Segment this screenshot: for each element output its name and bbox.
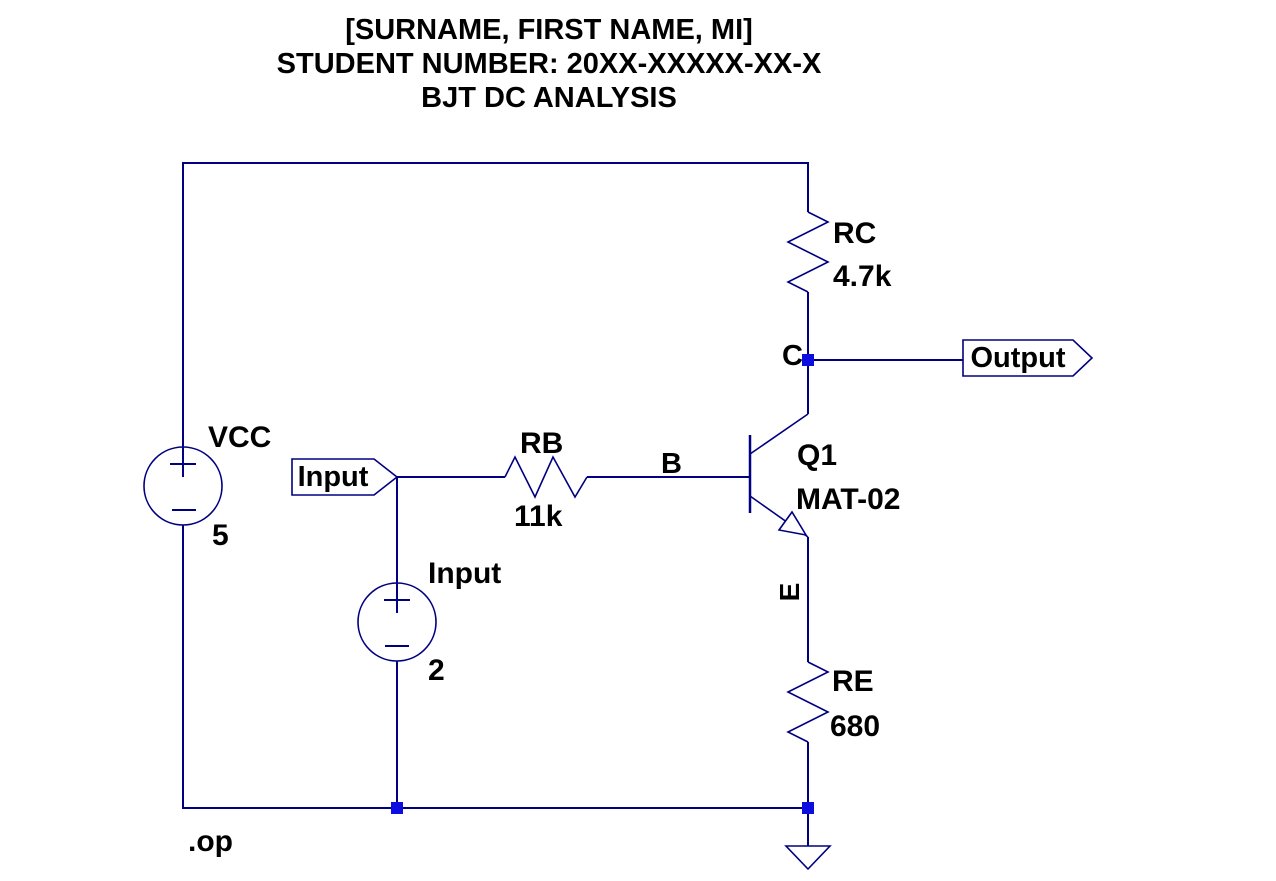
transistor-q1[interactable] — [748, 413, 809, 538]
junction-dot-collector — [802, 354, 814, 366]
input-voltage-source[interactable] — [357, 582, 437, 662]
rc-designator-label[interactable]: RC — [833, 217, 877, 250]
ground-icon[interactable] — [784, 845, 832, 871]
resistor-rb[interactable] — [504, 455, 588, 499]
output-flag[interactable] — [962, 339, 1094, 377]
title-block: [SURNAME, FIRST NAME, MI] STUDENT NUMBER… — [199, 13, 899, 115]
resistor-rc-zigzag[interactable] — [786, 211, 830, 293]
collector-pin-label: C — [782, 340, 803, 372]
output-flag-label[interactable]: Output — [970, 341, 1066, 374]
input-source-circle[interactable] — [357, 582, 437, 662]
resistor-rb-zigzag[interactable] — [504, 455, 588, 499]
input-source-designator-label[interactable]: Input — [428, 557, 502, 590]
plus-icon — [384, 587, 410, 613]
title-line-3[interactable]: BJT DC ANALYSIS — [421, 82, 677, 114]
rb-value-label[interactable]: 11k — [514, 500, 563, 533]
resistor-re-zigzag[interactable] — [786, 661, 830, 743]
collector-line[interactable] — [749, 413, 809, 455]
emitter-arrow-icon — [777, 510, 808, 537]
plus-icon — [170, 451, 196, 477]
resistor-rc[interactable] — [786, 211, 830, 293]
vcc-voltage-source[interactable] — [143, 446, 223, 526]
emitter-pin-label: E — [774, 582, 805, 602]
vcc-source-circle[interactable] — [143, 446, 223, 526]
junction-dot-input-ground — [391, 802, 403, 814]
q1-designator-label[interactable]: Q1 — [797, 439, 838, 472]
re-value-label[interactable]: 680 — [830, 710, 881, 743]
vcc-value-label[interactable]: 5 — [212, 519, 229, 552]
re-designator-label[interactable]: RE — [832, 665, 874, 698]
rb-designator-label[interactable]: RB — [520, 427, 564, 460]
junction-dot-emitter-ground — [802, 802, 814, 814]
base-pin-label: B — [661, 448, 682, 480]
title-line-1[interactable]: [SURNAME, FIRST NAME, MI] — [345, 14, 753, 46]
input-flag[interactable] — [291, 458, 399, 496]
wire-vcc-top-rail[interactable] — [182, 162, 809, 477]
vcc-designator-label[interactable]: VCC — [208, 421, 272, 454]
input-source-value-label[interactable]: 2 — [428, 654, 445, 687]
wire-ground-rail[interactable] — [182, 525, 808, 809]
input-flag-label[interactable]: Input — [297, 460, 369, 493]
rc-value-label[interactable]: 4.7k — [833, 260, 892, 293]
junction-dots — [391, 354, 814, 814]
title-line-2[interactable]: STUDENT NUMBER: 20XX-XXXXX-XX-X — [276, 48, 822, 80]
resistor-re[interactable] — [786, 661, 830, 743]
q1-model-label[interactable]: MAT-02 — [796, 483, 901, 516]
spice-directive[interactable]: .op — [188, 825, 233, 858]
